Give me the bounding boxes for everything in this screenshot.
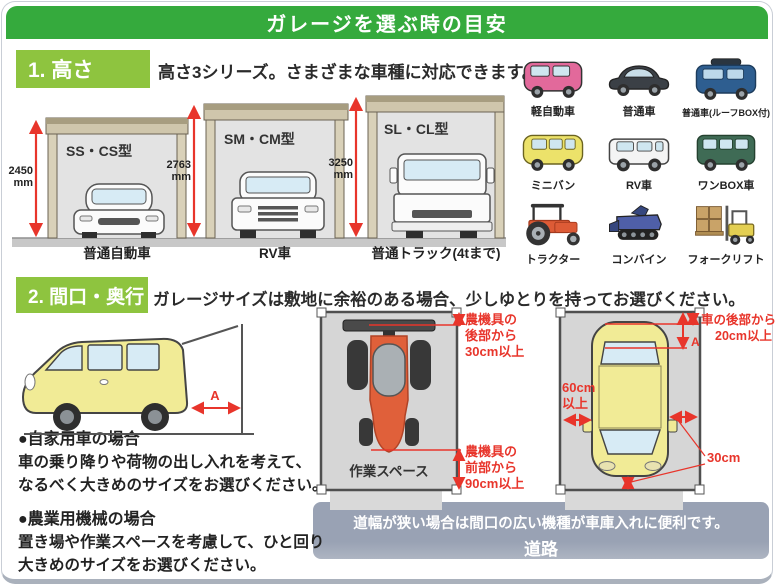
vehicle-cell: フォークリフト	[682, 202, 770, 267]
garage-model-label: SS・CS型	[66, 143, 132, 159]
garage-ss-cs: SS・CS型 2450 mm 普通自動車	[9, 117, 189, 261]
ground-band	[12, 238, 506, 247]
minivan-side-view	[21, 337, 189, 431]
rear-note-line: 農機具の	[465, 312, 517, 327]
height-unit: mm	[171, 171, 191, 183]
vehicle-label: ワンBOX車	[697, 180, 755, 192]
road-bar: 道幅が狭い場合は間口の広い機種が車庫入れに便利です。 道路	[313, 502, 769, 559]
vehicle-cell: 普通車	[596, 54, 682, 119]
rv-icon	[608, 138, 670, 172]
rear-note: 車の後部から	[701, 312, 775, 327]
car-topview-diagram: 車の後部から 20cm以上 A 60cm 以上 30cm	[555, 307, 775, 495]
roofbox-car-icon	[695, 58, 757, 100]
forklift-icon	[695, 205, 755, 245]
combine-icon	[609, 205, 662, 240]
sedan-front-view	[73, 183, 165, 238]
vehicle-cell: 普通車(ルーフBOX付)	[682, 54, 770, 119]
vehicle-cell: ミニバン	[510, 128, 596, 193]
driveway-tab	[565, 490, 683, 510]
truck-front-view	[389, 153, 495, 238]
vehicle-label: 軽自動車	[531, 106, 575, 118]
rv-front-view	[231, 171, 325, 238]
garage-vehicle-label: 普通トラック(4tまで)	[372, 245, 501, 261]
header-banner: ガレージを選ぶ時の目安	[6, 6, 768, 39]
sedan-icon	[608, 65, 670, 96]
vehicle-label: トラクター	[525, 254, 581, 266]
garage-vehicle-label: 普通自動車	[83, 245, 151, 261]
section1-label: 1. 高さ	[16, 50, 150, 88]
front-note-line: 90cm以上	[465, 476, 524, 491]
section1-description: 高さ3シリーズ。さまざまな車種に対応できます。	[158, 63, 539, 82]
garage-height-diagram: SS・CS型 2450 mm 普通自動車 SM・CM型	[9, 95, 506, 261]
front-note-line: 前部から	[465, 460, 517, 475]
side-note: 60cm	[562, 380, 595, 395]
usage-notes: ●自家用車の場合 車の乗り降りや荷物の出し入れを考えて、 なるべく大きめのサイズ…	[18, 428, 328, 577]
garage-model-label: SL・CL型	[384, 121, 449, 137]
vehicle-label: コンバイン	[611, 254, 667, 266]
vehicle-label: フォークリフト	[687, 254, 765, 266]
note-pointer-line	[630, 463, 706, 483]
note-line: なるべく大きめのサイズをお選びください。	[18, 477, 328, 494]
vehicle-label: RV車	[625, 180, 653, 192]
note-heading: ●自家用車の場合	[18, 431, 140, 448]
height-unit: mm	[13, 177, 33, 189]
front-note-line: 農機具の	[465, 444, 517, 459]
vehicle-label: 普通車(ルーフBOX付)	[682, 108, 770, 118]
note-heading: ●農業用機械の場合	[18, 511, 156, 528]
driveway-tab	[330, 490, 442, 510]
tractor-topview-diagram: 農機具の 後部から 30cm以上 農機具の 前部から 90cm以上 作業スペース	[316, 307, 524, 495]
note-line: 車の乗り降りや荷物の出し入れを考えて、	[18, 454, 311, 471]
dimension-a-label: A	[210, 388, 220, 403]
headlight	[24, 373, 36, 391]
garage-vehicle-label: RV車	[259, 245, 292, 261]
height-value: 2450	[9, 165, 33, 177]
note-pointer-line	[676, 418, 706, 457]
rear-note-line: 30cm以上	[465, 344, 524, 359]
kei-car-icon	[523, 61, 583, 98]
rear-note: 20cm以上	[715, 328, 772, 343]
note-line: 置き場や作業スペースを考慮して、ひと回り	[18, 534, 325, 551]
door-handle	[99, 379, 109, 385]
rear-note-line: 後部から	[465, 328, 517, 343]
page-title: ガレージを選ぶ時の目安	[266, 14, 508, 36]
car-topview	[582, 321, 678, 477]
vehicle-grid: 軽自動車 普通車 普通車(ルーフBOX付)	[510, 54, 770, 267]
garage-model-label: SM・CM型	[224, 131, 295, 147]
work-space-label: 作業スペース	[349, 463, 428, 479]
tractor-topview	[342, 319, 436, 453]
dimension-a-label: A	[691, 335, 700, 349]
note-line: 大きめのサイズをお選びください。	[18, 557, 266, 574]
onebox-van-icon	[696, 134, 756, 171]
vehicle-cell: 軽自動車	[510, 54, 596, 119]
vehicle-cell: トラクター	[510, 202, 596, 267]
bottom-note: 30cm	[707, 450, 740, 465]
garage-sm-cm: SM・CM型 2763 mm RV車	[167, 103, 349, 261]
car-sideview-diagram: A	[21, 324, 254, 435]
minivan-icon	[522, 134, 584, 171]
vehicle-cell: ワンBOX車	[682, 128, 770, 193]
garage-sl-cl: SL・CL型 3250 mm 普通トラック(4tまで)	[329, 95, 505, 261]
height-unit: mm	[333, 169, 353, 181]
section2-description: ガレージサイズは敷地に余裕のある場合、少しゆとりを持ってお選びください。	[153, 291, 745, 309]
vehicle-cell: コンバイン	[596, 202, 682, 267]
open-hatch-line	[181, 325, 239, 345]
vehicle-label: 普通車	[622, 106, 656, 118]
road-note: 道幅が狭い場合は間口の広い機種が車庫入れに便利です。	[353, 516, 729, 532]
section2-label: 2. 間口・奥行	[16, 277, 148, 313]
side-note: 以上	[562, 396, 588, 411]
height-value: 3250	[329, 157, 353, 169]
vehicle-label: ミニバン	[530, 180, 576, 192]
tractor-icon	[526, 203, 580, 246]
road-label: 道路	[524, 540, 558, 559]
height-value: 2763	[167, 159, 191, 171]
vehicle-cell: RV車	[596, 128, 682, 193]
